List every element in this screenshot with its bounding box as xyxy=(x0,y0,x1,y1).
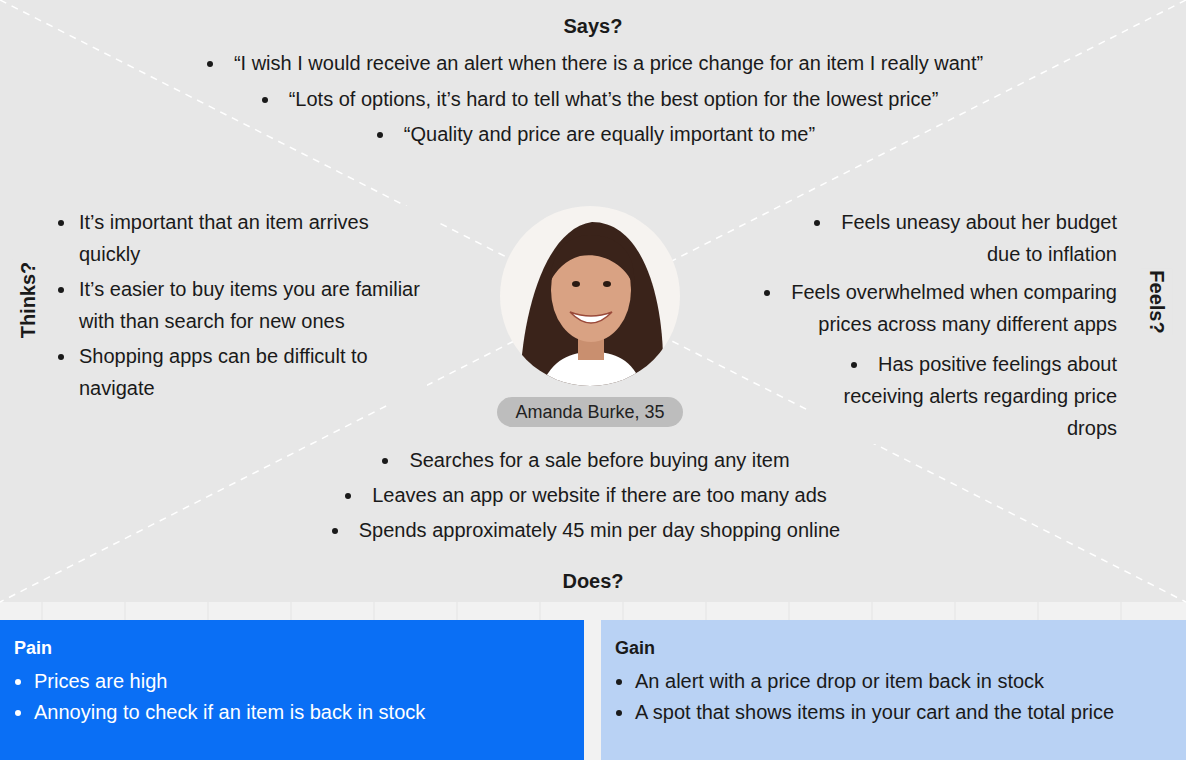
name-pill: Amanda Burke, 35 xyxy=(497,397,682,427)
bullet-item: Searches for a sale before buying any it… xyxy=(380,444,791,476)
bullet-item: An alert with a price drop or item back … xyxy=(635,666,1172,697)
insight-box: PainPrices are highAnnoying to check if … xyxy=(0,620,584,760)
bullet-item: It’s important that an item arrives quic… xyxy=(77,206,437,270)
bullet-item: Annoying to check if an item is back in … xyxy=(34,697,570,728)
quadrant-title: Says? xyxy=(562,10,625,42)
bullet-item: “Lots of options, it’s hard to tell what… xyxy=(260,83,941,115)
bullet-item: “Quality and price are equally important… xyxy=(375,118,817,150)
bullet-item: Leaves an app or website if there are to… xyxy=(343,479,829,511)
person-name: Amanda Burke, 35 xyxy=(515,401,664,423)
bullet-item: Feels uneasy about her budget due to inf… xyxy=(789,206,1119,270)
bullet-item: Has positive feelings about receiving al… xyxy=(809,348,1119,444)
bullet-item: Shopping apps can be difficult to naviga… xyxy=(77,340,427,404)
quadrant-title: Does? xyxy=(560,565,625,597)
grid-lines xyxy=(42,602,1121,620)
bullet-item: It’s easier to buy items you are familia… xyxy=(77,273,457,337)
board-ground xyxy=(0,602,1186,760)
box-heading: Gain xyxy=(615,636,1172,660)
bullet-item: Prices are high xyxy=(34,666,570,697)
panel-ground xyxy=(0,0,1186,602)
quadrant-title: Thinks? xyxy=(12,260,44,341)
portrait-photo xyxy=(500,206,680,390)
bullet-item: “I wish I would receive an alert when th… xyxy=(205,47,985,79)
bullet-item: A spot that shows items in your cart and… xyxy=(635,697,1172,728)
quadrant-title: Feels? xyxy=(1141,268,1173,335)
bullet-item: Spends approximately 45 min per day shop… xyxy=(330,514,842,546)
quadrant-dividers xyxy=(0,0,1186,602)
insight-box: Gain An alert with a price drop or item b… xyxy=(601,620,1186,760)
bullet-item: Feels overwhelmed when comparing prices … xyxy=(739,276,1119,340)
box-heading: Pain xyxy=(14,636,570,660)
